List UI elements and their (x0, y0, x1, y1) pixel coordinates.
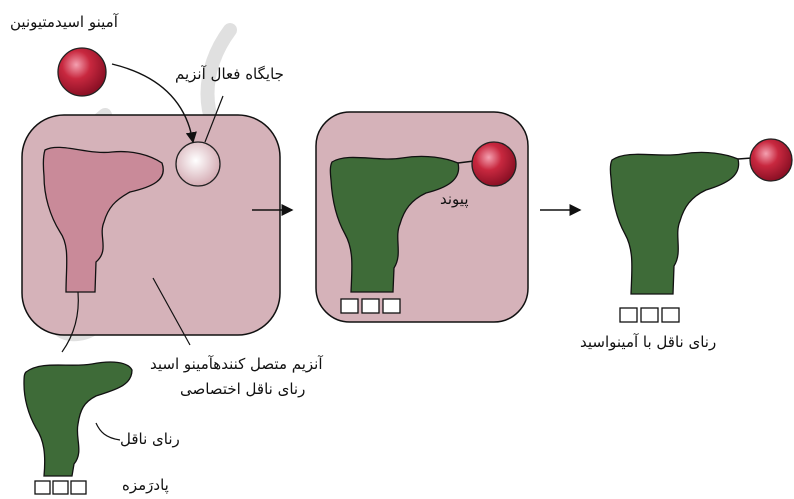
trna-label: رنای ناقل (120, 430, 180, 448)
bond-label: پیوند (440, 190, 469, 208)
anticodon-boxes-3 (620, 308, 679, 322)
anticodon-label: پادرَمزه (122, 476, 169, 494)
anticodon-boxes-2 (341, 299, 400, 313)
free-trna (24, 362, 132, 476)
trna-pointer (96, 423, 120, 440)
anticodon-boxes-free (35, 481, 86, 494)
amino-acid-attached-3 (750, 139, 792, 181)
active-site-label: جایگاه فعال آنزیم (175, 65, 284, 83)
enzyme-label-line2: رنای ناقل اختصاصی (180, 380, 305, 398)
enzyme-label-line1: آنزیم متصل کنندهآمینو اسید (150, 355, 323, 373)
charged-trna-label: رنای ناقل با آمینواسید (580, 333, 716, 351)
amino-acid-ball (58, 48, 106, 96)
amino-acid-label: آمینو اسیدمتیونین (10, 13, 118, 31)
active-site (176, 142, 220, 186)
amino-acid-attached-2 (472, 142, 516, 186)
charged-trna (610, 152, 738, 294)
